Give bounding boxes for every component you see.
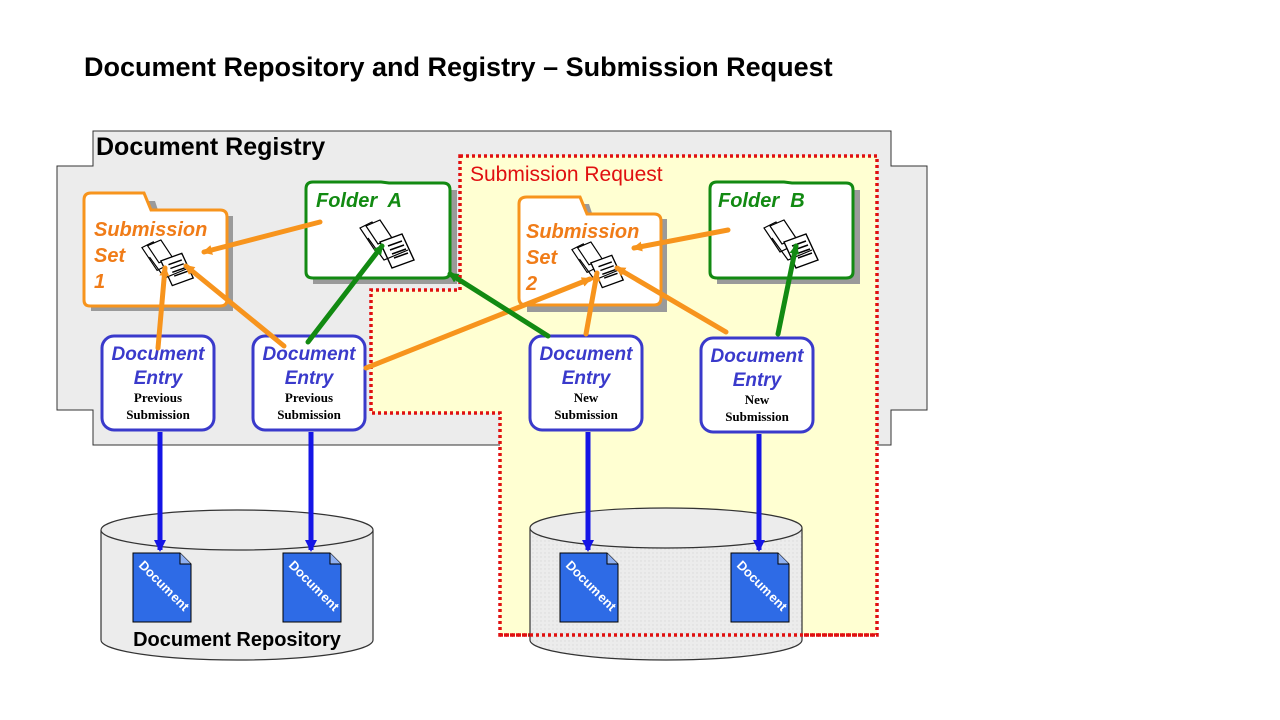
submission-set-1-line1: Submission xyxy=(94,219,207,241)
document-2: Docum ent xyxy=(282,552,343,623)
document-entry-1: Document Entry Previous Submission xyxy=(100,334,216,432)
arrow-folder-a-to-set-1 xyxy=(201,219,323,255)
document-entry-3: Document Entry New Submission xyxy=(528,334,644,432)
document-entry-4: Document Entry New Submission xyxy=(699,336,815,434)
arrow-entry-2-to-set-2 xyxy=(363,276,593,371)
entry-3-line1: Document xyxy=(540,344,634,365)
folder-a-label: Folder A xyxy=(316,190,402,212)
entry-4-sub1: New xyxy=(745,392,770,407)
submission-set-1-line3: 1 xyxy=(94,271,105,293)
submission-request-label: Submission Request xyxy=(470,163,663,186)
document-4: Docum ent xyxy=(730,552,791,623)
arrow-entry-1-to-set-1 xyxy=(155,265,170,351)
entry-2-sub2: Submission xyxy=(277,407,341,422)
document-repository-label: Document Repository xyxy=(133,629,342,651)
submission-set-2-line1: Submission xyxy=(526,221,639,243)
entry-3-line2: Entry xyxy=(562,368,612,389)
document-1: Docum ent xyxy=(132,552,193,623)
arrow-entry-4-to-set-2 xyxy=(614,265,729,335)
document-3: Docum ent xyxy=(559,552,620,623)
arrow-entry-3-to-folder-a xyxy=(447,271,551,339)
entry-3-sub2: Submission xyxy=(554,407,618,422)
entry-3-sub1: New xyxy=(574,390,599,405)
page-title: Document Repository and Registry – Submi… xyxy=(84,52,833,82)
submission-set-1-line2: Set xyxy=(94,245,126,267)
submission-set-2-line2: Set xyxy=(526,247,558,269)
arrow-entry-3-to-set-2 xyxy=(583,270,601,337)
arrow-folder-b-to-set-2 xyxy=(631,227,731,252)
document-entry-2: Document Entry Previous Submission xyxy=(251,334,367,432)
entry-4-sub2: Submission xyxy=(725,409,789,424)
entry-2-line1: Document xyxy=(263,344,357,365)
arrow-entry-2-to-folder-a xyxy=(305,243,385,345)
entry-2-line2: Entry xyxy=(285,368,335,389)
entry-1-line1: Document xyxy=(112,344,206,365)
entry-4-line2: Entry xyxy=(733,370,783,391)
entry-4-line1: Document xyxy=(711,346,805,367)
submission-set-2-line3: 2 xyxy=(525,273,537,295)
entry-2-sub1: Previous xyxy=(285,390,333,405)
document-registry-label: Document Registry xyxy=(96,133,325,161)
entry-1-sub2: Submission xyxy=(126,407,190,422)
arrow-entry-4-to-folder-b xyxy=(775,243,800,337)
entry-1-sub1: Previous xyxy=(134,390,182,405)
entry-1-line2: Entry xyxy=(134,368,184,389)
folder-b-label: Folder B xyxy=(718,190,805,212)
arrow-entry-2-to-set-1 xyxy=(183,263,287,349)
